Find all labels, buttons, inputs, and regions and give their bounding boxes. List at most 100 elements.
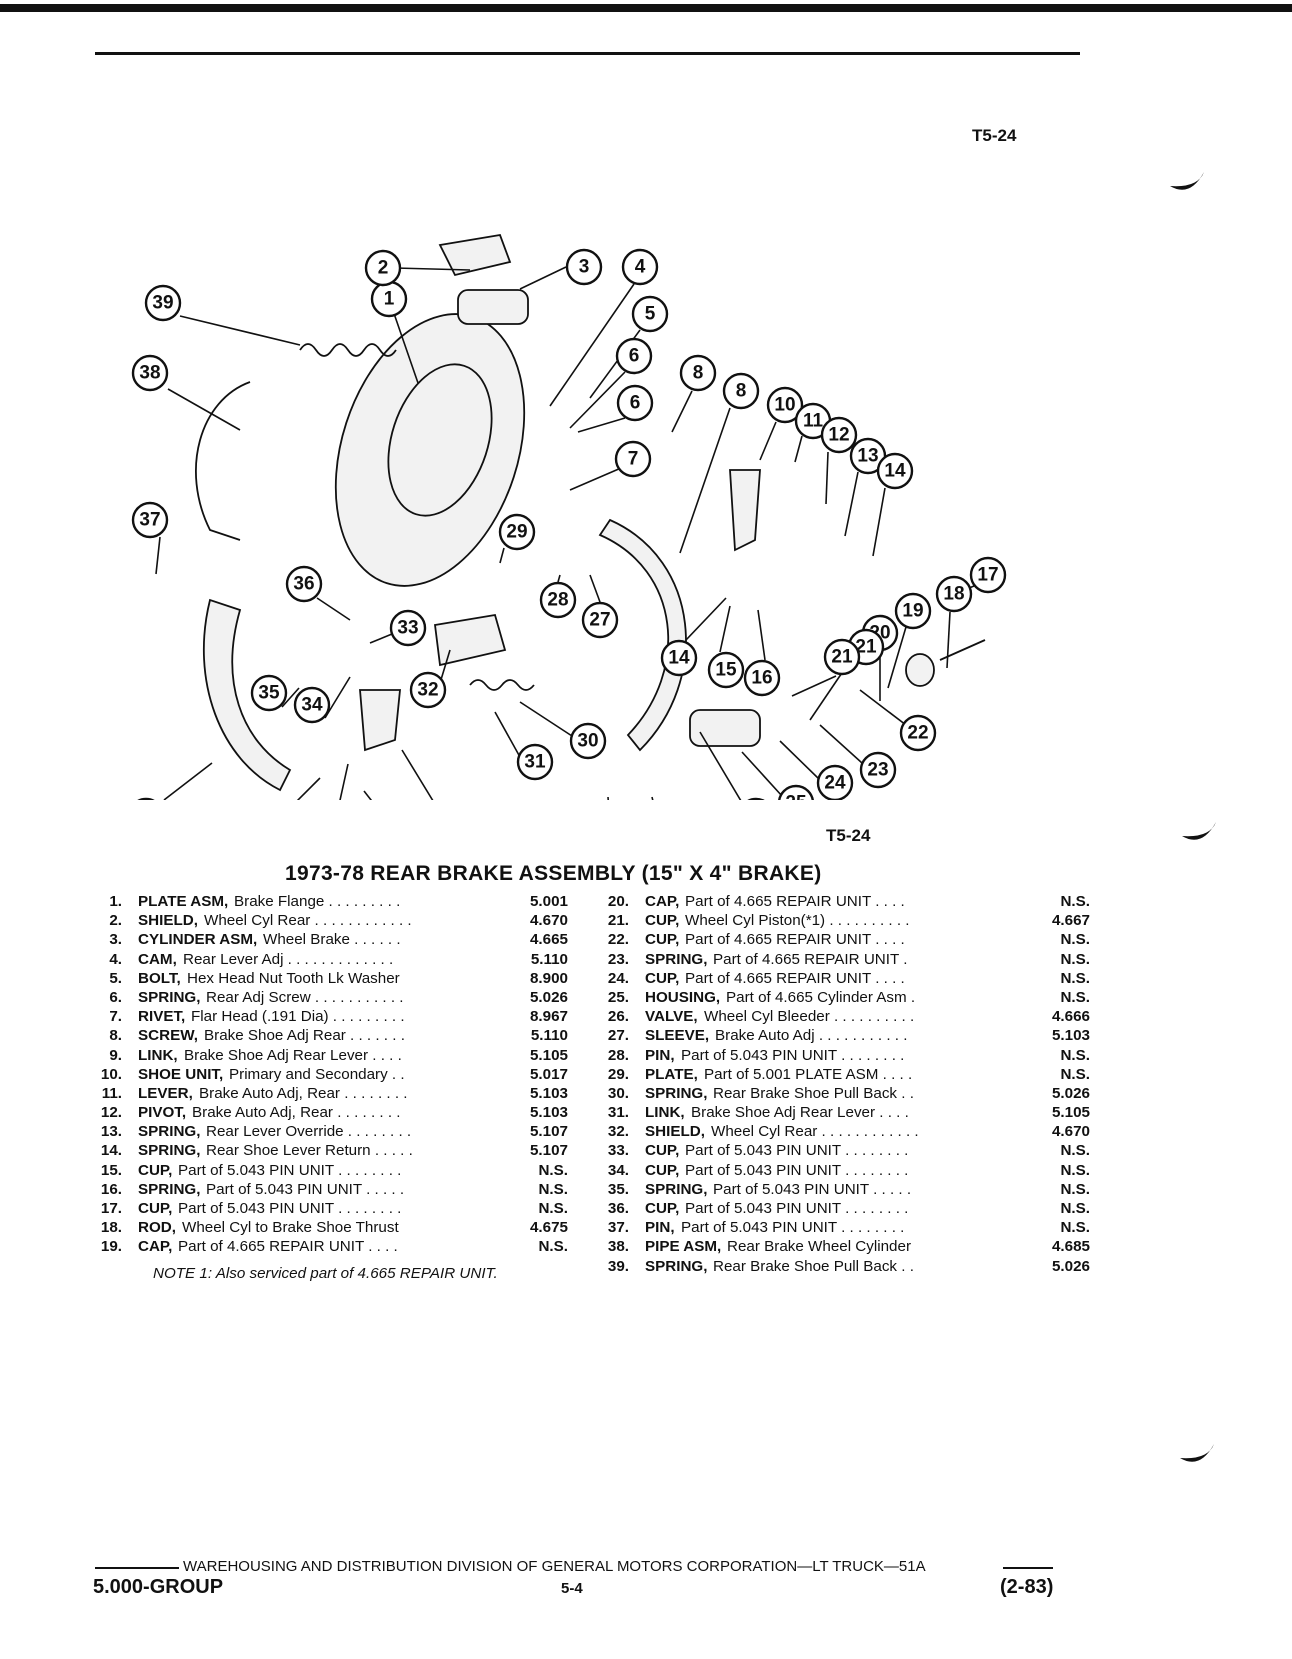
part-description: Brake Auto Adj, Rear . . . . . . . . [192, 1104, 401, 1122]
callout-number: 32 [417, 680, 438, 701]
part-code: N.S. [1060, 1065, 1090, 1083]
part-number: 21. [607, 912, 629, 930]
diagram-parts [195, 233, 986, 792]
part-description: Part of 4.665 Cylinder Asm . [726, 988, 916, 1006]
callout-number: 30 [577, 731, 598, 752]
callout-number: 8 [736, 381, 747, 402]
part-number: 15. [100, 1161, 122, 1179]
parts-list-row: 2.SHIELD,Wheel Cyl Rear . . . . . . . . … [88, 911, 568, 930]
callout-leader [589, 574, 601, 603]
part-code: N.S. [1060, 1200, 1090, 1217]
part-description: Wheel Cyl to Brake Shoe Thrust [182, 1219, 399, 1237]
callout-number: 14 [668, 648, 690, 669]
part-description: Part of 5.043 PIN UNIT . . . . . . . . [685, 1142, 909, 1160]
wheel-cylinder-top [457, 289, 529, 325]
spring-30 [469, 679, 535, 691]
callout-leader [741, 751, 783, 797]
callout-leader [699, 731, 742, 800]
part-number: 1. [109, 893, 122, 910]
callout-number: 25 [785, 793, 807, 801]
callout-leader [671, 390, 693, 433]
part-number: 24. [607, 969, 629, 987]
parts-list-row: 21.CUP,Wheel Cyl Piston(*1) . . . . . . … [595, 911, 1090, 930]
callout-bubble: 25 [778, 784, 814, 801]
part-description: Primary and Secondary . . [229, 1065, 405, 1083]
callout-bubble: 27 [581, 601, 619, 639]
part-code: 5.107 [529, 1142, 568, 1160]
callout-leader [825, 451, 829, 505]
parts-list-row: 16.SPRING,Part of 5.043 PIN UNIT . . . .… [88, 1180, 568, 1199]
part-name: SPRING, [645, 1084, 708, 1102]
part-number: 10. [100, 1065, 122, 1083]
part-number: 5. [109, 969, 122, 987]
parts-list-left: 1.PLATE ASM,Brake Flange . . . . . . . .… [88, 892, 568, 1257]
callout-leader [577, 417, 626, 433]
part-code: 5.017 [529, 1065, 568, 1083]
callout-number: 15 [715, 660, 737, 681]
part-number: 31. [607, 1104, 629, 1122]
header-rule [95, 52, 1080, 55]
footer-group-label: 5.000-GROUP [93, 1576, 224, 1598]
callout-bubble: 30 [569, 722, 607, 760]
callout-number: 35 [258, 683, 280, 704]
callout-number: 11 [803, 411, 824, 432]
part-number: 9. [109, 1046, 122, 1064]
parts-list-row: 4.CAM,Rear Lever Adj . . . . . . . . . .… [88, 950, 568, 969]
callout-leader [946, 611, 951, 669]
part-code: 4.670 [1051, 1123, 1090, 1141]
callout-leader [363, 790, 373, 800]
part-name: CUP, [645, 1161, 680, 1179]
boot-cap [905, 653, 935, 687]
part-name: SPRING, [138, 1180, 201, 1198]
part-name: SHIELD, [138, 912, 198, 930]
callout-bubble: 22 [899, 714, 937, 752]
part-code: 5.105 [1051, 1104, 1090, 1122]
callout-bubble: 24 [816, 764, 854, 800]
callout-bubble: 34 [293, 686, 331, 724]
part-description: Part of 4.665 REPAIR UNIT . . . . [685, 931, 905, 949]
part-description: Rear Shoe Lever Return . . . . . [206, 1142, 413, 1160]
callout-leader [887, 626, 907, 689]
callout-leader [791, 675, 837, 697]
part-code: 4.685 [1051, 1238, 1090, 1256]
callout-leader [281, 687, 300, 708]
part-code: N.S. [1060, 1046, 1090, 1064]
part-name: BOLT, [138, 969, 181, 987]
callout-leader [179, 315, 301, 346]
part-name: PIN, [645, 1219, 675, 1237]
part-number: 30. [607, 1084, 629, 1102]
callout-leader [394, 267, 471, 271]
part-number: 26. [607, 1008, 629, 1026]
part-description: Part of 5.043 PIN UNIT . . . . . [713, 1180, 912, 1198]
part-description: Brake Shoe Adj Rear Lever . . . . [184, 1046, 402, 1064]
part-code: 5.103 [529, 1084, 568, 1102]
part-name: SHOE UNIT, [138, 1065, 224, 1083]
brake-shoe-right [598, 518, 687, 752]
callout-bubble: 2 [364, 249, 402, 287]
part-code: 4.666 [1051, 1008, 1090, 1026]
callout-bubble: 26 [747, 797, 765, 800]
part-number: 39. [607, 1257, 629, 1275]
figure-id-top: T5-24 [972, 126, 1017, 145]
part-code: N.S. [1060, 1161, 1090, 1179]
callout-leader [296, 777, 321, 800]
part-name: LINK, [138, 1046, 178, 1064]
parts-list-row: 7.RIVET,Flar Head (.191 Dia) . . . . . .… [88, 1007, 568, 1026]
scan-hole-mark [1182, 822, 1216, 840]
spring-39 [299, 343, 397, 357]
callout-bubble: 7 [614, 440, 652, 478]
callout-number: 1 [384, 289, 395, 310]
part-number: 20. [607, 893, 629, 910]
callout-number: 5 [645, 304, 656, 325]
wheel-cylinder-housing [689, 709, 761, 747]
parts-list-row: 33.CUP,Part of 5.043 PIN UNIT . . . . . … [595, 1141, 1090, 1160]
parts-list-row: 28.PIN,Part of 5.043 PIN UNIT . . . . . … [595, 1046, 1090, 1065]
parts-list-row: 37.PIN,Part of 5.043 PIN UNIT . . . . . … [595, 1218, 1090, 1237]
parts-list-row: 35.SPRING,Part of 5.043 PIN UNIT . . . .… [595, 1180, 1090, 1199]
part-number: 38. [607, 1238, 629, 1256]
part-name: SPRING, [645, 1257, 708, 1275]
callout-number: 23 [867, 760, 888, 781]
callout-number: 8 [693, 363, 704, 384]
parts-list-row: 31.LINK,Brake Shoe Adj Rear Lever . . . … [595, 1103, 1090, 1122]
